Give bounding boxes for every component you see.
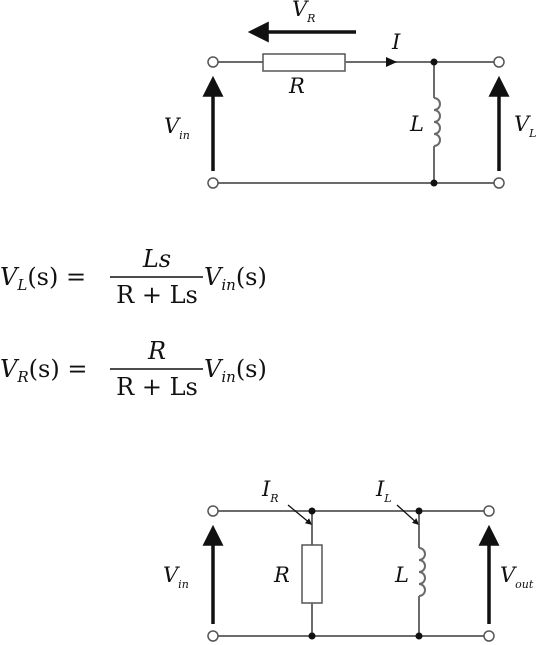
vin-label: Vin <box>164 114 190 142</box>
ir-arrow <box>288 505 311 524</box>
resistor-label: R <box>288 74 305 98</box>
vl-label: VL <box>514 112 536 140</box>
inductor-l <box>434 98 440 146</box>
vr-label: VR <box>292 0 315 25</box>
il-arrow <box>397 505 418 524</box>
current-label: I <box>391 30 401 54</box>
terminal-out-bottom <box>494 178 504 188</box>
terminal-in-bottom <box>208 178 218 188</box>
inductor2-label: L <box>394 563 409 587</box>
terminal2-in-top <box>208 506 218 516</box>
node-top <box>431 59 438 66</box>
current-arrow-icon <box>386 57 397 67</box>
eq1-lhs: VL(s) = <box>0 263 86 294</box>
node-l-top <box>416 508 423 515</box>
resistor-r <box>263 54 345 71</box>
inductor-l2 <box>419 548 425 596</box>
terminal2-out-top <box>484 506 494 516</box>
equation-vr: VR(s) = R R + Ls Vin(s) <box>0 337 267 401</box>
node-bottom <box>431 180 438 187</box>
eq1-denominator: R + Ls <box>116 281 198 309</box>
series-rl-circuit: VR I R L Vin VL <box>164 0 536 188</box>
ir-label: IR <box>261 477 279 505</box>
parallel-rl-circuit: R L IR IL Vin Vout <box>163 477 534 641</box>
vout-label: Vout <box>500 563 534 591</box>
eq1-rhs: Vin(s) <box>204 263 267 294</box>
terminal-out-top <box>494 57 504 67</box>
eq1-numerator: Ls <box>142 245 171 273</box>
terminal-in-top <box>208 57 218 67</box>
terminal2-out-bottom <box>484 631 494 641</box>
vin2-label: Vin <box>163 563 189 591</box>
eq2-numerator: R <box>147 337 166 365</box>
eq2-denominator: R + Ls <box>116 373 198 401</box>
resistor2-label: R <box>273 563 290 587</box>
il-label: IL <box>375 477 392 505</box>
terminal2-in-bottom <box>208 631 218 641</box>
resistor-r2 <box>302 545 322 603</box>
node-l-bottom <box>416 633 423 640</box>
eq2-rhs: Vin(s) <box>204 355 267 386</box>
eq2-lhs: VR(s) = <box>0 355 87 386</box>
node-r-bottom <box>309 633 316 640</box>
node-r-top <box>309 508 316 515</box>
equation-vl: VL(s) = Ls R + Ls Vin(s) <box>0 245 267 309</box>
inductor-label: L <box>409 112 424 136</box>
